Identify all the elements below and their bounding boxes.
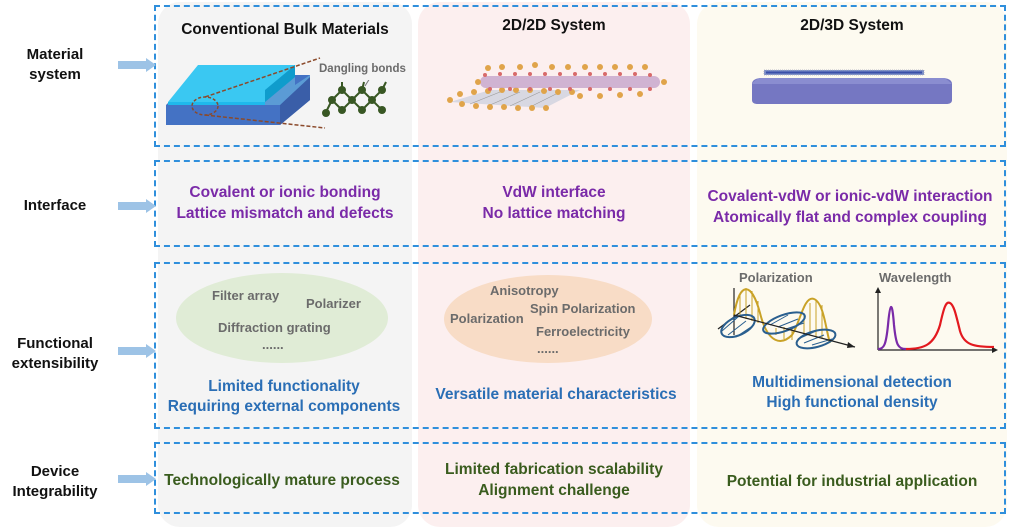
- device-line: Alignment challenge: [478, 482, 630, 499]
- panel-label-polarization: Polarization: [739, 270, 813, 285]
- interface-line: Covalent or ionic bonding: [189, 184, 381, 201]
- label-line: extensibility: [11, 355, 99, 372]
- device-2d2d: Limited fabrication scalability Alignmen…: [418, 459, 690, 501]
- row-box-interface: [154, 160, 1006, 247]
- bubble-item-ellipsis: ......: [537, 341, 559, 356]
- summary-line: Versatile material characteristics: [435, 386, 677, 403]
- device-2d3d: Potential for industrial application: [697, 471, 1007, 492]
- row-box-material-system: [154, 5, 1006, 147]
- functional-summary-conventional: Limited functionality Requiring external…: [150, 377, 418, 417]
- label-line: Functional: [17, 335, 93, 352]
- row-box-functional: [154, 262, 1006, 429]
- label-line: Integrability: [12, 483, 98, 500]
- summary-line: Requiring external components: [167, 398, 401, 415]
- arrow-right-icon: [118, 199, 156, 213]
- 2d2d-heterostructure-illustration: [447, 62, 667, 111]
- interface-line: Covalent-vdW or ionic-vdW interaction: [707, 188, 993, 205]
- interface-line: VdW interface: [502, 184, 606, 201]
- column-title-2d2d: 2D/2D System: [502, 17, 606, 34]
- wavelength-spectrum-icon: [875, 287, 998, 353]
- label-line: Device: [30, 463, 80, 480]
- row-label-device: Device Integrability: [0, 462, 110, 502]
- interface-line: Lattice mismatch and defects: [176, 205, 394, 222]
- summary-line: Limited functionality: [208, 378, 360, 395]
- label-line: system: [29, 66, 81, 83]
- interface-line: No lattice matching: [482, 205, 626, 222]
- device-conventional: Technologically mature process: [154, 470, 410, 491]
- interface-line: Atomically flat and complex coupling: [713, 209, 987, 226]
- label-line: Material: [26, 46, 84, 63]
- bubble-2d2d: [444, 275, 652, 363]
- bubble-item-ferroelectricity: Ferroelectricity: [536, 324, 630, 339]
- arrow-right-icon: [118, 472, 156, 486]
- label-line: Interface: [23, 197, 87, 214]
- interface-2d2d: VdW interface No lattice matching: [418, 182, 690, 224]
- dangling-bonds-lattice-icon: [322, 80, 387, 117]
- bubble-item-ellipsis: ......: [262, 337, 284, 352]
- panel-label-wavelength: Wavelength: [879, 270, 952, 285]
- device-line: Potential for industrial application: [726, 473, 978, 490]
- bulk-material-illustration: [166, 57, 326, 129]
- arrow-right-icon: [118, 344, 156, 358]
- functional-summary-2d3d: Multidimensional detection High function…: [697, 373, 1007, 413]
- device-line: Limited fabrication scalability: [445, 461, 663, 478]
- row-box-device: [154, 442, 1006, 514]
- dangling-bonds-label: Dangling bonds: [319, 63, 406, 75]
- 2d3d-heterostructure-illustration: [752, 69, 952, 104]
- polarization-wave-icon: [717, 288, 856, 350]
- bubble-conventional: [176, 273, 388, 363]
- bubble-item-diffraction-grating: Diffraction grating: [218, 320, 331, 335]
- bubble-item-filter-array: Filter array: [212, 288, 280, 303]
- row-label-interface: Interface: [0, 196, 110, 216]
- column-bg-2d2d: [418, 2, 690, 527]
- row-label-material-system: Material system: [0, 45, 110, 85]
- row-label-functional: Functional extensibility: [0, 334, 110, 374]
- interface-2d3d: Covalent-vdW or ionic-vdW interaction At…: [690, 186, 1010, 228]
- interface-conventional: Covalent or ionic bonding Lattice mismat…: [158, 182, 412, 224]
- column-title-conventional: Conventional Bulk Materials: [181, 21, 389, 38]
- functional-summary-2d2d: Versatile material characteristics: [418, 385, 694, 405]
- bubble-item-polarization: Polarization: [450, 311, 524, 326]
- arrow-right-icon: [118, 58, 156, 72]
- device-line: Technologically mature process: [164, 472, 400, 489]
- column-title-2d3d: 2D/3D System: [800, 17, 904, 34]
- summary-line: High functional density: [766, 394, 938, 411]
- bubble-item-polarizer: Polarizer: [306, 296, 361, 311]
- bubble-item-spin-polarization: Spin Polarization: [530, 301, 636, 316]
- bubble-item-anisotropy: Anisotropy: [490, 283, 559, 298]
- summary-line: Multidimensional detection: [752, 374, 952, 391]
